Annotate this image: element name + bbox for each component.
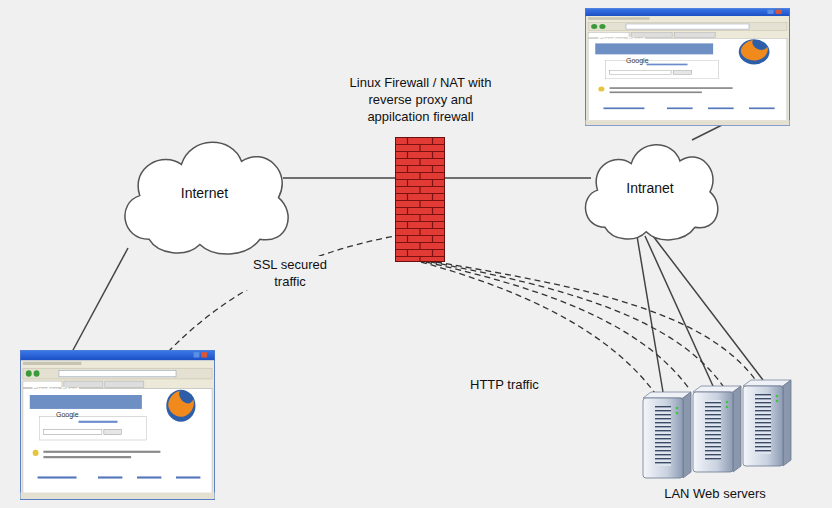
browser-window [586,8,790,125]
firewall-icon [395,137,445,262]
network-cloud: Intranet [575,130,725,245]
link-line [445,177,591,179]
cloud-label: Internet [112,125,297,260]
server-group: LAN Web servers [635,378,795,480]
screen-text: Firefox Start [32,385,79,394]
link-line [283,177,395,179]
screen-text: Google [626,57,649,64]
ssl-dashed-line [168,236,395,352]
browser-window [20,351,214,500]
firewall-box: Linux Firewall / NAT with reverse proxy … [395,137,445,262]
traffic-dashed-line [421,262,757,396]
network-cloud: Internet [112,125,297,260]
cloud-label: Intranet [575,130,725,245]
link-line [637,236,763,392]
node-label: Linux Firewall / NAT with reverse proxy … [338,74,503,125]
link-line [692,125,722,140]
edge-label: HTTP traffic [470,377,539,392]
node-label: LAN Web servers [630,486,800,501]
screen-text: Firefox Start [598,35,645,44]
traffic-label: SSL secured traffic [240,256,340,290]
screen-text: Google [56,411,79,418]
link-line [72,248,128,352]
server-icons [635,378,795,480]
